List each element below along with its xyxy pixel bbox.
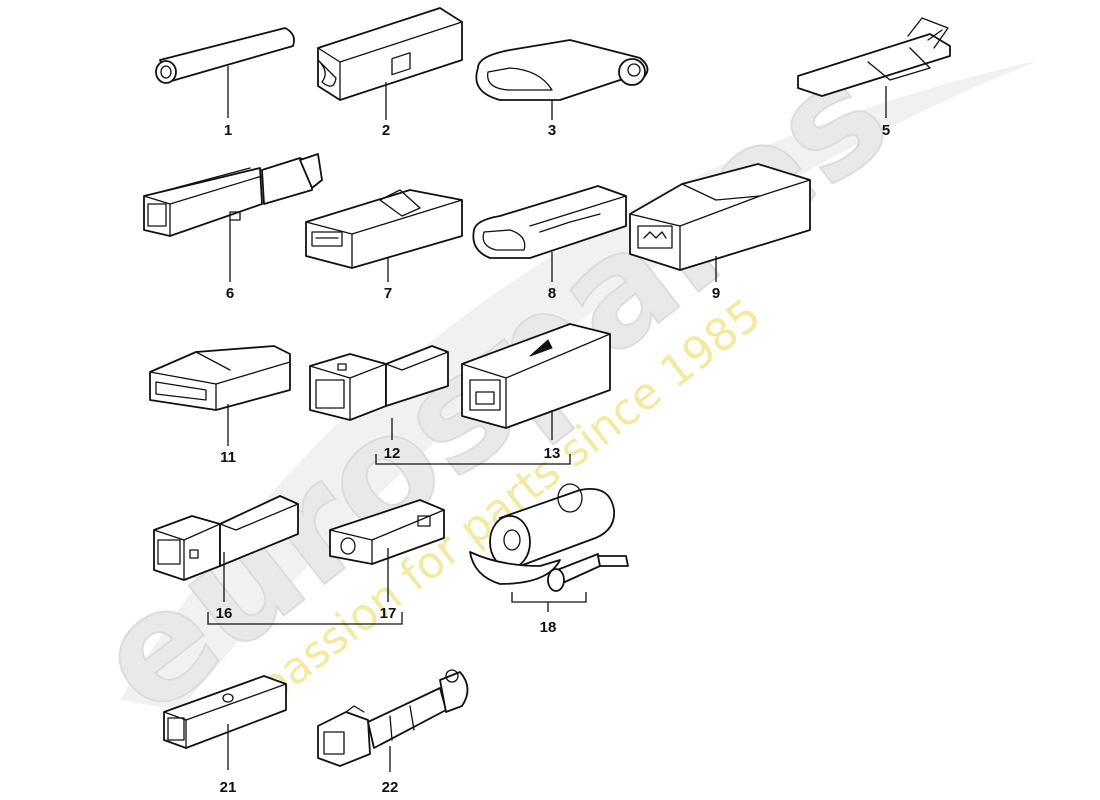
part-12-socket[interactable]: 12 [309,345,449,462]
part-16-socket[interactable]: 16 [153,495,299,622]
part-3-flag-connector[interactable]: 3 [475,39,649,139]
part-5-label: 5 [882,122,890,139]
part-1-tube[interactable]: 1 [155,27,295,139]
part-3-label: 3 [548,122,556,139]
part-9-large-housing[interactable]: 9 [629,163,811,302]
part-7-latch-housing[interactable]: 7 [305,189,463,302]
part-11-label: 11 [220,449,236,466]
part-21-sleeve[interactable]: 21 [163,675,287,796]
part-12-label: 12 [384,445,401,462]
part-18-bullet-connector[interactable]: 18 [469,483,629,636]
part-2-housing[interactable]: 2 [317,7,463,139]
part-1-label: 1 [224,122,232,139]
watermark-swoosh [120,60,1040,710]
part-8-label: 8 [548,285,556,302]
bracket-16-17 [207,612,403,625]
part-22-cable-plug[interactable]: 22 [317,669,469,796]
part-8-sleeve[interactable]: 8 [472,185,627,302]
part-18-label: 18 [540,619,557,636]
part-13-large-socket[interactable]: 13 [461,323,611,462]
part-6-label: 6 [226,285,234,302]
part-21-label: 21 [220,779,237,796]
part-16-label: 16 [216,605,233,622]
part-6-flat-pin-connector[interactable]: 6 [143,153,323,302]
bracket-12-13 [375,454,571,465]
part-2-label: 2 [382,122,390,139]
part-22-label: 22 [382,779,399,796]
part-13-label: 13 [544,445,561,462]
part-9-label: 9 [712,285,720,302]
part-17-pin-eyelet[interactable]: 17 [329,499,445,622]
part-7-label: 7 [384,285,392,302]
part-11-cover[interactable]: 11 [149,345,291,466]
part-17-label: 17 [380,605,397,622]
part-5-clip-terminal[interactable]: 5 [797,17,951,139]
